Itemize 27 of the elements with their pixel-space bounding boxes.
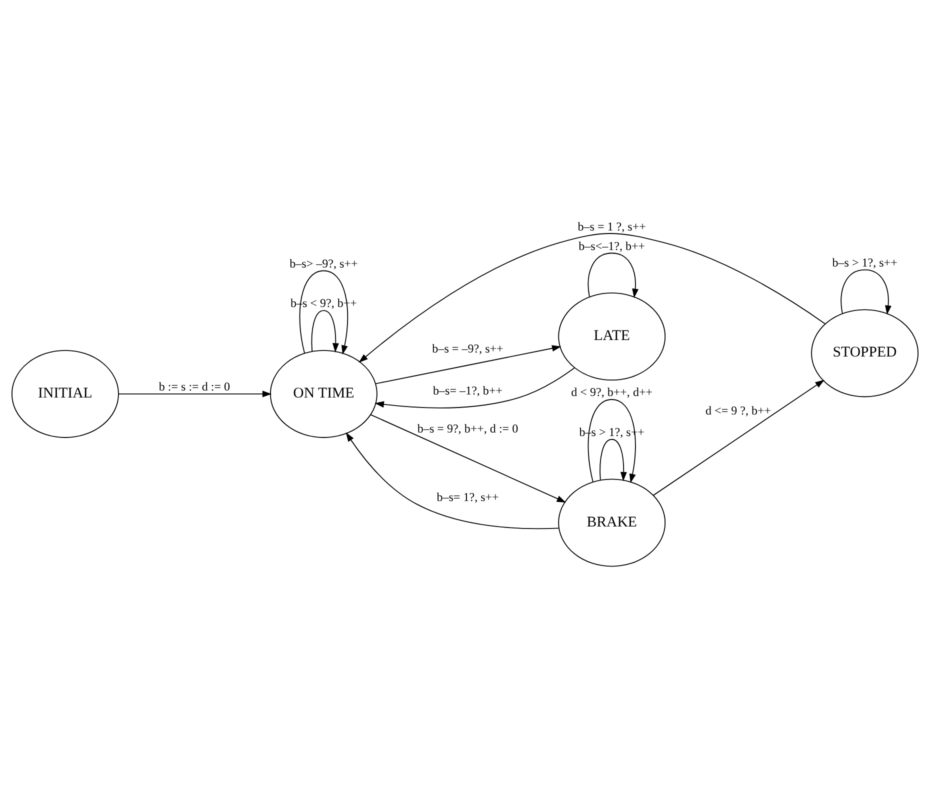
node-ellipse: INITIAL xyxy=(11,349,119,438)
edge-label: b–s > 1?, s++ xyxy=(832,254,898,269)
arrow xyxy=(346,432,560,529)
edge-label: d < 9?, b++, d++ xyxy=(571,384,653,399)
edge-label: b–s = 9?, b++, d := 0 xyxy=(417,420,518,435)
edge-label: b–s<–1?, b++ xyxy=(578,238,646,252)
node-ellipse: BRAKE xyxy=(558,478,666,566)
node-ellipse: ON TIME xyxy=(270,349,378,438)
arrow xyxy=(311,310,339,352)
edge-label: b–s> –9?, s++ xyxy=(290,256,358,270)
node-ellipse: STOPPED xyxy=(811,308,919,397)
edge-label: b–s= –1?, b++ xyxy=(433,382,503,397)
arrow xyxy=(840,268,892,314)
arrow xyxy=(358,232,826,362)
arrow xyxy=(588,252,639,298)
arrow xyxy=(370,414,566,502)
arrow xyxy=(375,344,562,384)
edge-label: b := s := d := 0 xyxy=(158,379,230,394)
edge-label: b–s= 1?, s++ xyxy=(436,489,499,504)
arrow xyxy=(118,390,272,397)
edge-label: b–s = 1 ?, s++ xyxy=(578,218,646,233)
edge-label: b–s = –9?, s++ xyxy=(432,341,504,356)
arrow xyxy=(652,379,824,496)
arrow xyxy=(374,366,575,408)
edge-label: d <= 9 ?, b++ xyxy=(706,403,772,418)
node-ellipse: LATE xyxy=(558,292,666,380)
arrow xyxy=(600,438,627,481)
